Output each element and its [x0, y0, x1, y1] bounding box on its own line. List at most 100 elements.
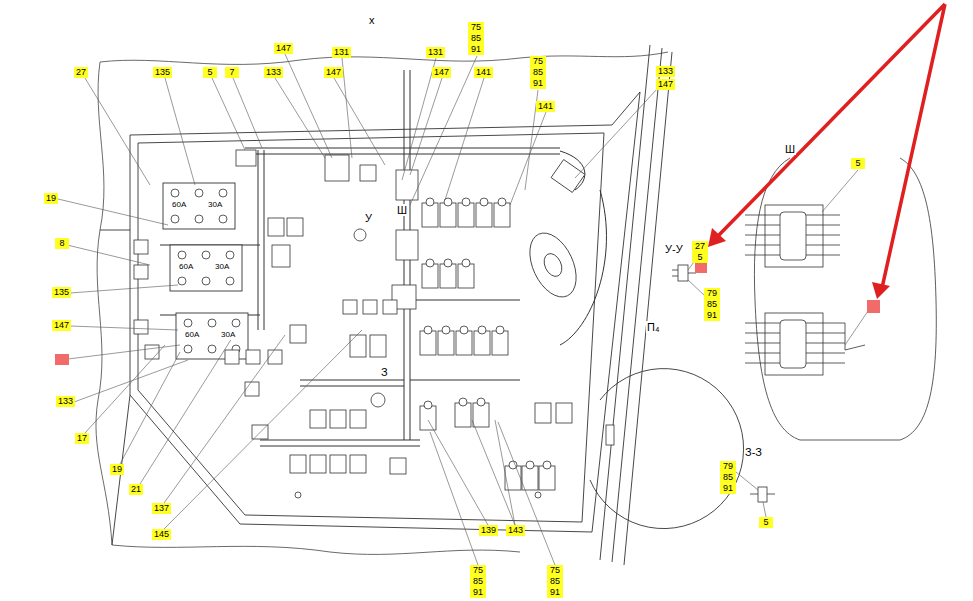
- relay-screw: [496, 326, 504, 334]
- relay-body: [474, 331, 490, 355]
- red-arrowhead: [872, 282, 890, 299]
- relay-screw: [459, 398, 467, 406]
- callout-number: 8: [55, 238, 69, 249]
- terminal-module: [268, 218, 284, 236]
- terminal-module: [330, 455, 346, 473]
- break-lines: [96, 52, 668, 554]
- fuse-body: [163, 183, 235, 229]
- wire-bundle: [300, 380, 404, 386]
- fuse-terminal: [226, 251, 234, 259]
- callout-number: 85: [704, 299, 720, 310]
- terminal-module: [535, 403, 551, 423]
- fuse-body: [170, 245, 242, 291]
- relay-body: [458, 264, 474, 288]
- callout-number: 141: [536, 101, 555, 112]
- view-label: З-З: [744, 446, 763, 458]
- relay-body: [458, 203, 474, 227]
- callout-number: 139: [479, 525, 498, 536]
- relay-screw: [543, 461, 551, 469]
- callout-number: 91: [468, 44, 484, 55]
- relay: [420, 326, 436, 355]
- callout-number: 133: [56, 396, 75, 407]
- relay-body: [492, 331, 508, 355]
- callout-number: 91: [720, 483, 736, 494]
- relay: [476, 198, 492, 227]
- relay: [474, 326, 490, 355]
- callout-number: 141: [474, 67, 493, 78]
- callout-number: 5: [692, 252, 708, 263]
- terminal-module: [343, 300, 357, 314]
- relay: [455, 398, 471, 427]
- cabinet-outline: [100, 45, 744, 565]
- wire-bundle: [410, 300, 520, 380]
- panel-border: [130, 92, 640, 532]
- relay: [420, 401, 436, 430]
- fuse-terminal: [208, 345, 216, 353]
- relay-screw: [477, 398, 485, 406]
- relay: [473, 398, 489, 427]
- wire-bundle: [260, 440, 420, 446]
- relay-body: [456, 331, 472, 355]
- terminal-module: [225, 350, 239, 364]
- frame-line: [100, 230, 130, 545]
- relay: [422, 259, 438, 288]
- relay-body: [420, 406, 436, 430]
- red-callout: [695, 263, 707, 273]
- view-label: Ш: [784, 143, 796, 155]
- relay: [458, 198, 474, 227]
- callout-number: 135: [52, 287, 71, 298]
- red-callout: [867, 300, 880, 313]
- callout-number: 133: [264, 67, 283, 78]
- relay-body: [455, 403, 471, 427]
- fuse-terminal: [184, 319, 192, 327]
- break-line: [100, 52, 668, 64]
- callout-number: 85: [468, 33, 484, 44]
- callout-number: 145: [152, 529, 171, 540]
- relay-screw: [426, 259, 434, 267]
- relay-body: [438, 331, 454, 355]
- callout-number: 91: [547, 587, 563, 598]
- terminal-module: [272, 245, 290, 267]
- relay-body: [476, 203, 492, 227]
- connector-block: [325, 155, 349, 181]
- fuse-terminal: [178, 251, 186, 259]
- fuse-terminal: [202, 251, 210, 259]
- rating-label: 60А: [184, 330, 200, 340]
- wire-bundle: [258, 150, 264, 330]
- callout-number: 147: [324, 67, 343, 78]
- relay: [539, 461, 555, 490]
- detail-outline: [754, 158, 936, 440]
- plug-connector: [765, 313, 823, 375]
- view-label: Ш: [396, 204, 408, 216]
- section-views: [672, 158, 936, 502]
- section-connector: [678, 265, 688, 281]
- terminal-module: [350, 410, 366, 428]
- panel-inner: [138, 133, 604, 522]
- fastener: [295, 492, 301, 498]
- relay: [492, 326, 508, 355]
- terminal-module: [290, 455, 306, 473]
- fastener: [354, 229, 366, 241]
- red-arrow: [716, 4, 945, 288]
- detail-circle: [590, 369, 744, 529]
- relay-body: [422, 203, 438, 227]
- callout-number: 85: [720, 472, 736, 483]
- relay-body: [422, 264, 438, 288]
- cabinet-wall: [600, 45, 672, 565]
- terminal-module: [287, 218, 303, 236]
- fastener: [371, 393, 385, 407]
- plug-connector: [765, 205, 823, 267]
- callout-number: 79: [704, 288, 720, 299]
- relay-body: [440, 264, 456, 288]
- terminal-module: [134, 320, 148, 334]
- fuse-terminal: [171, 215, 179, 223]
- terminal-module: [290, 325, 306, 343]
- break-line: [112, 545, 520, 554]
- relay: [440, 198, 456, 227]
- plug-body: [780, 320, 806, 368]
- section-connector: [672, 270, 696, 276]
- fuse-block: [170, 245, 242, 291]
- callout-number: 131: [426, 47, 445, 58]
- relay: [494, 198, 510, 227]
- relay-screw: [509, 461, 517, 469]
